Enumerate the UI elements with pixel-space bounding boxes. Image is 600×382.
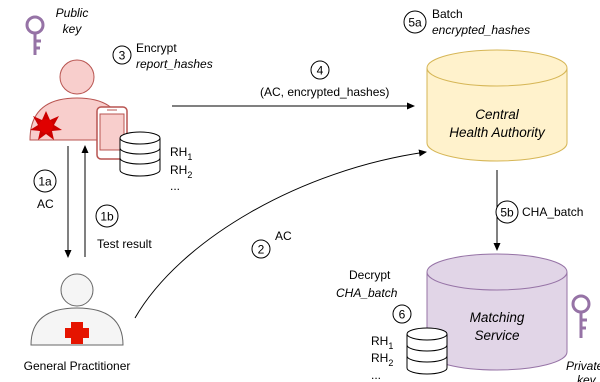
matching-label-line1: Matching — [470, 310, 525, 325]
patient-db-rh2: RH2 — [170, 163, 192, 180]
matching-db-more: ... — [371, 368, 381, 382]
private-key-label-line2: key — [577, 373, 597, 382]
step-5a-label: Batch — [432, 7, 463, 21]
svg-text:4: 4 — [317, 64, 324, 78]
step-1b-label: Test result — [97, 237, 152, 251]
svg-text:3: 3 — [119, 49, 126, 63]
matching-db-rh2: RH2 — [371, 351, 393, 368]
step-5a-detail: encrypted_hashes — [432, 23, 530, 37]
step-5b-marker: 5b — [495, 200, 519, 224]
svg-text:2: 2 — [258, 243, 265, 257]
cha-label-line1: Central — [475, 107, 520, 122]
step-6-label: Decrypt — [349, 268, 391, 282]
step-5a-marker: 5a — [403, 10, 427, 34]
step-6-marker: 6 — [392, 304, 412, 324]
virus-icon — [30, 111, 62, 140]
step-2-label: AC — [275, 229, 292, 243]
private-key-label-line1: Private — [566, 359, 600, 373]
matching-database-icon — [406, 327, 448, 375]
step-4-label: (AC, encrypted_hashes) — [260, 85, 389, 99]
step-1a-label: AC — [37, 197, 54, 211]
svg-text:1b: 1b — [100, 210, 114, 224]
svg-text:6: 6 — [399, 308, 406, 322]
arrow-gp-to-cha — [134, 149, 427, 319]
svg-text:1a: 1a — [38, 175, 52, 189]
general-practitioner-label: General Practitioner — [24, 359, 131, 373]
svg-text:5a: 5a — [408, 16, 422, 30]
doctor-icon — [30, 273, 124, 346]
public-key-icon — [25, 15, 45, 55]
patient-db-more: ... — [170, 179, 180, 193]
step-4-marker: 4 — [310, 60, 330, 80]
central-health-authority-database — [426, 49, 568, 162]
public-key-label-line2: key — [63, 22, 83, 36]
private-key-icon — [571, 294, 591, 338]
step-3-detail: report_hashes — [136, 57, 213, 71]
step-6-detail: CHA_batch — [336, 286, 398, 300]
matching-db-rh1: RH1 — [371, 334, 393, 351]
step-2-marker: 2 — [251, 239, 271, 259]
public-key-label-line1: Public — [56, 6, 89, 20]
step-5b-label: CHA_batch — [522, 205, 583, 219]
step-3-label: Encrypt — [136, 41, 177, 55]
step-1a-marker: 1a — [33, 169, 57, 193]
patient-db-rh1: RH1 — [170, 145, 192, 162]
step-3-marker: 3 — [112, 45, 132, 65]
matching-service-database — [426, 253, 568, 371]
step-1b-marker: 1b — [95, 204, 119, 228]
matching-label-line2: Service — [474, 328, 519, 343]
patient-database-icon — [119, 131, 161, 177]
cha-label-line2: Health Authority — [449, 125, 546, 140]
svg-text:5b: 5b — [500, 206, 514, 220]
